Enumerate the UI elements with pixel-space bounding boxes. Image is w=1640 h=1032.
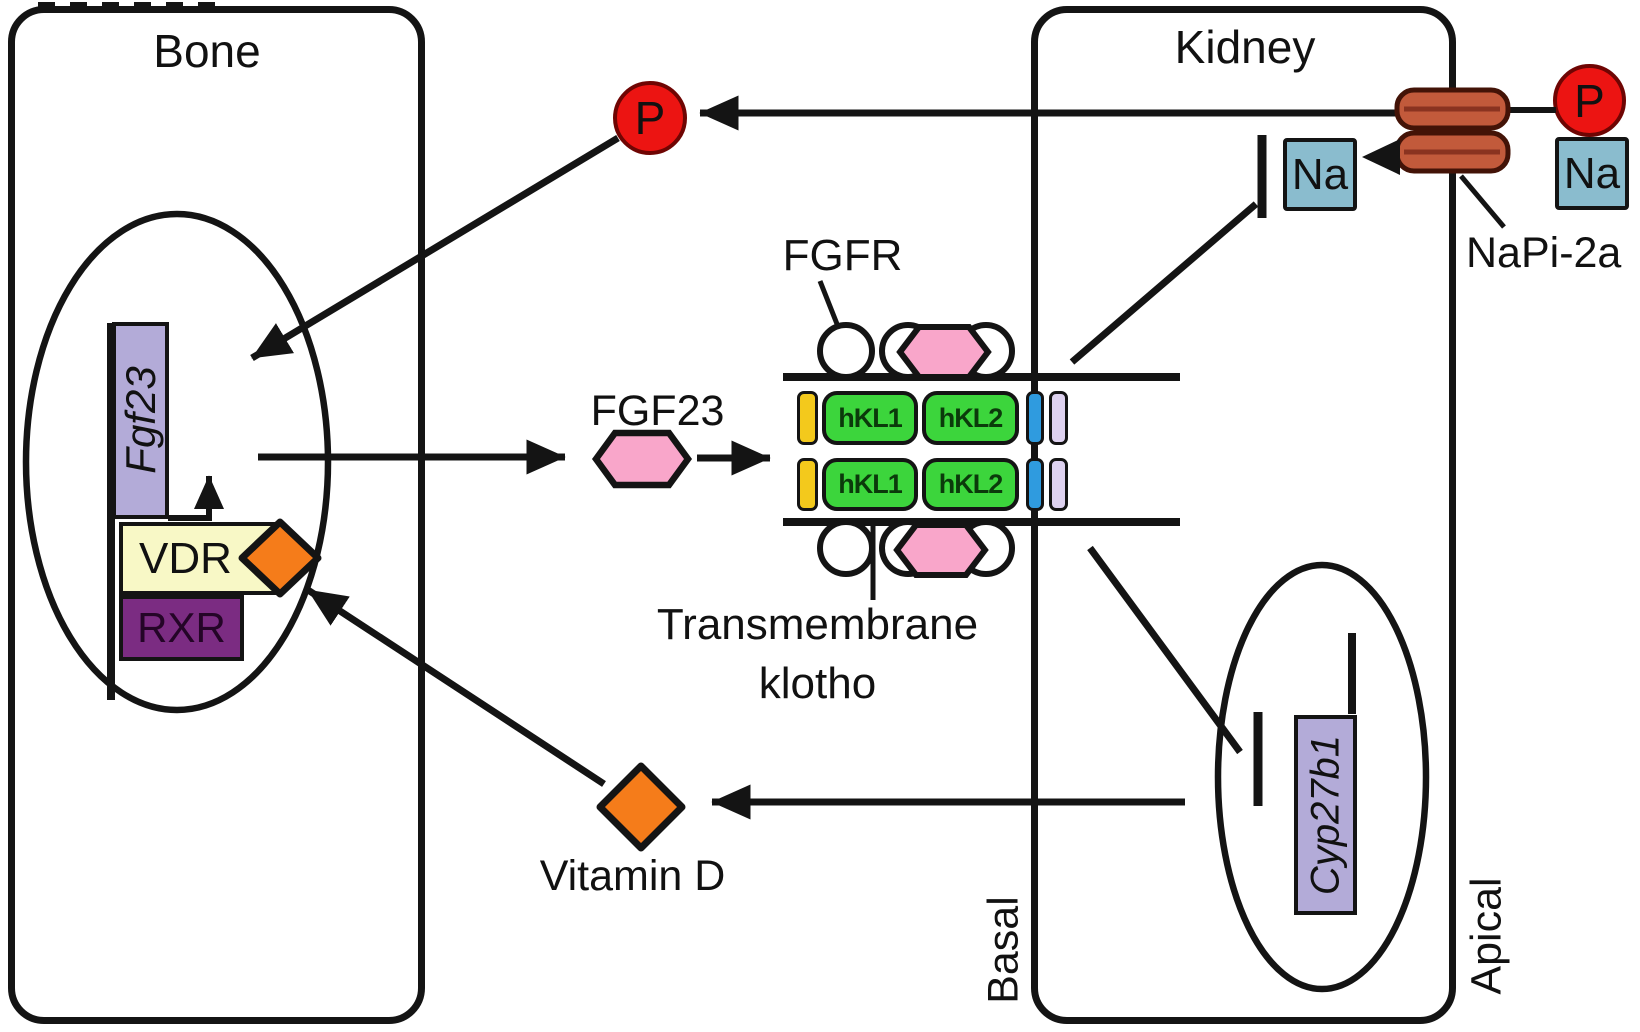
kl1-label: hKL1 <box>838 402 902 433</box>
receptor-bar-lavender-top <box>1049 391 1068 445</box>
apical-label: Apical <box>1462 877 1511 995</box>
phosphate-symbol: P <box>1574 74 1605 127</box>
fgfr-loop-circle <box>957 519 1015 577</box>
sodium-label: Na <box>1291 149 1349 199</box>
basal-label: Basal <box>979 896 1028 1004</box>
sodium-box-outside: Na <box>1555 137 1629 210</box>
fgfr-loop-circle <box>817 322 875 380</box>
fgfr-pointer-line <box>817 280 840 325</box>
fgfr-label: FGFR <box>782 231 903 280</box>
bone-title: Bone <box>153 25 261 77</box>
rxr-box: RXR <box>119 595 244 661</box>
transmembrane-klotho-label-line2: klotho <box>758 659 877 708</box>
phosphate-symbol: P <box>634 92 666 144</box>
klotho-kl2-domain-bottom: hKL2 <box>922 458 1019 511</box>
sodium-label: Na <box>1563 148 1621 198</box>
receptor-bar-yellow-top <box>797 391 818 445</box>
napi2a-label: NaPi-2a <box>1466 229 1622 277</box>
sodium-box-inside: Na <box>1283 138 1357 211</box>
kl2-label: hKL2 <box>938 402 1003 433</box>
receptor-bar-yellow-bottom <box>797 458 818 511</box>
phosphate-circle-right: P <box>1553 64 1626 137</box>
napi2a-pointer-line <box>1459 174 1506 229</box>
kidney-cell-box <box>1031 6 1456 1024</box>
bone-cell-box <box>8 6 425 1024</box>
cyp27b1-gene-label: Cyp27b1 <box>1303 734 1348 896</box>
fgf23-hexagon <box>591 429 693 489</box>
kl1-label: hKL1 <box>838 469 902 499</box>
fgf23-gene-label: Fgf23 <box>117 366 164 474</box>
rxr-label: RXR <box>137 604 226 651</box>
fgf23-label: FGF23 <box>590 387 725 435</box>
fgfr-loop-circle <box>879 519 937 577</box>
vitamin-d-label: Vitamin D <box>539 852 726 900</box>
fgf23-hexagon-bound-top <box>896 324 992 380</box>
vitamin-d-diamond <box>596 762 686 852</box>
phosphate-circle-left: P <box>613 81 687 155</box>
fgfr-loop-circle <box>879 322 937 380</box>
kidney-title: Kidney <box>1174 21 1316 73</box>
klotho-kl2-domain-top: hKL2 <box>922 391 1019 445</box>
kl2-label: hKL2 <box>938 469 1003 499</box>
vdr-box: VDR <box>119 522 278 595</box>
transmembrane-klotho-label-line1: Transmembrane <box>656 600 979 649</box>
receptor-bar-lavender-bottom <box>1049 458 1068 511</box>
vdr-label: VDR <box>139 533 232 583</box>
klotho-kl1-domain-top: hKL1 <box>822 391 918 445</box>
fgf23-hexagon-bound-bottom <box>893 522 989 578</box>
receptor-bar-blue-bottom <box>1026 458 1044 511</box>
klotho-kl1-domain-bottom: hKL1 <box>822 458 918 511</box>
fgfr-loop-circle <box>817 519 875 577</box>
fgfr-loop-circle <box>957 322 1015 380</box>
receptor-bar-blue-top <box>1026 391 1044 445</box>
